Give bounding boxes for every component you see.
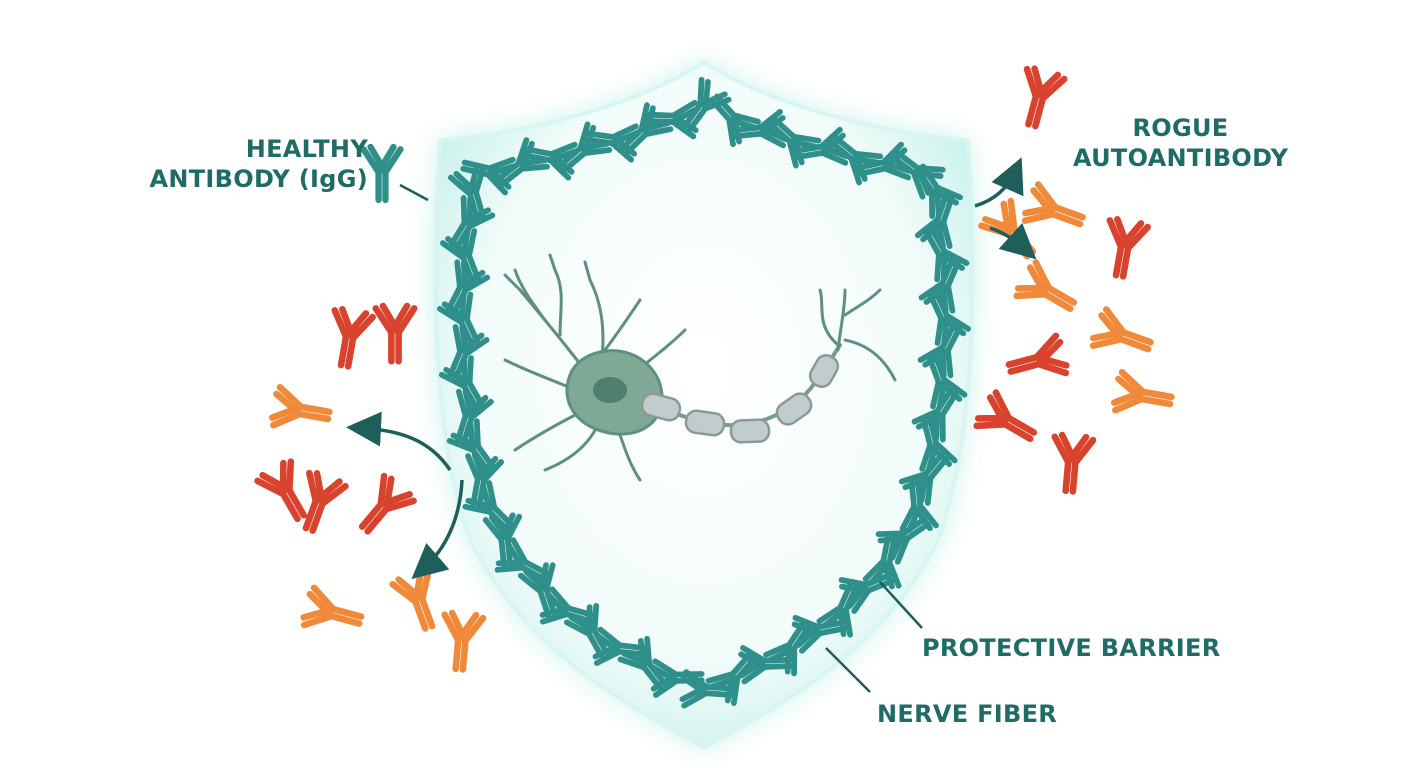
healthy-antibody [522, 141, 579, 181]
rogue-autoantibody [254, 458, 308, 523]
arrow-left-up [346, 411, 452, 471]
leader-healthy [399, 183, 429, 202]
rogue-autoantibody [372, 302, 418, 365]
rogue-autoantibody [268, 384, 333, 429]
leader-lines [399, 183, 923, 693]
rogue-autoantibody [1051, 431, 1097, 495]
leader-barrier [879, 581, 923, 629]
deflection-arrows [346, 157, 1037, 580]
neuron-cell-icon [503, 253, 897, 482]
rogue-autoantibody [973, 389, 1038, 443]
arrow-right-up [974, 157, 1024, 208]
leader-nerve [825, 647, 871, 693]
healthy-antibody [539, 586, 596, 625]
healthy-antibody-standalone [360, 143, 404, 204]
healthy-antibody-ring [437, 76, 971, 709]
label-rogue-autoantibody: ROGUE AUTOANTIBODY [1073, 113, 1288, 173]
shield-barrier-icon [433, 59, 975, 751]
rogue-autoantibody-cluster-right [973, 65, 1175, 495]
healthy-antibody [918, 257, 961, 314]
label-nerve-fiber: NERVE FIBER [877, 700, 1058, 728]
rogue-autoantibody [1021, 181, 1086, 228]
rogue-autoantibody [1005, 332, 1070, 377]
label-rogue-line1: ROGUE [1132, 114, 1229, 142]
label-rogue-line2: AUTOANTIBODY [1073, 144, 1289, 172]
rogue-autoantibody [358, 472, 417, 535]
rogue-autoantibody [441, 609, 487, 673]
arrow-right-down [989, 222, 1037, 260]
rogue-autoantibody [1089, 306, 1154, 353]
y-shaped-antibody-icon [360, 143, 404, 204]
healthy-antibody [494, 537, 551, 583]
rogue-autoantibody [331, 305, 376, 370]
label-healthy-line1: HEALTHY [245, 135, 368, 163]
rogue-autoantibody-cluster-left [254, 302, 487, 673]
rogue-autoantibody [1110, 369, 1175, 414]
rogue-autoantibody [1023, 65, 1068, 130]
label-healthy-antibody: HEALTHY ANTIBODY (IgG) [138, 134, 368, 194]
label-protective-barrier: PROTECTIVE BARRIER [922, 634, 1221, 662]
label-healthy-line2: ANTIBODY (IgG) [149, 165, 368, 193]
rogue-autoantibody [389, 567, 436, 632]
arrow-left-down [411, 479, 464, 580]
rogue-autoantibody [1013, 259, 1078, 313]
healthy-antibody [709, 93, 761, 148]
rogue-autoantibody [302, 469, 349, 534]
rogue-autoantibody [1106, 215, 1151, 280]
rogue-autoantibody [300, 584, 365, 629]
